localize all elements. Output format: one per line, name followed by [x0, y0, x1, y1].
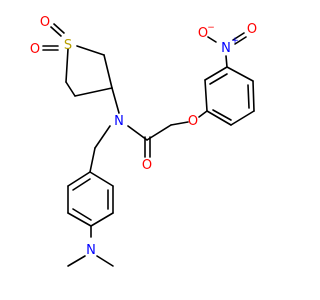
bond — [67, 212, 92, 227]
bond — [232, 32, 245, 41]
nitro-nitrogen-label: N — [221, 41, 231, 56]
negative-charge-label: − — [207, 23, 215, 33]
amide-core — [94, 121, 189, 158]
bond — [247, 84, 250, 109]
bond — [209, 73, 228, 85]
bond — [127, 125, 148, 141]
sulfone-oxygen-label: O — [40, 15, 50, 30]
bond — [67, 171, 91, 187]
bond — [111, 87, 120, 114]
bond — [103, 54, 113, 89]
bond — [230, 110, 255, 126]
bond — [94, 125, 111, 149]
bond — [204, 66, 228, 81]
sulfone-oxygen-label: O — [30, 42, 40, 57]
aminobenzyl-ring — [67, 147, 114, 267]
bond — [226, 66, 254, 82]
ether-oxygen-label: O — [188, 114, 198, 129]
bond — [89, 147, 96, 173]
bond — [65, 81, 76, 97]
positive-charge-label: + — [231, 36, 239, 46]
bond — [90, 212, 114, 227]
bond — [96, 255, 114, 267]
bond — [53, 23, 65, 34]
bond — [65, 48, 69, 83]
bond — [74, 87, 113, 97]
amide-nitrogen-label: N — [114, 114, 124, 129]
atom-labels: S O O N O O N + O − O N — [30, 15, 257, 258]
bond — [72, 208, 92, 221]
nitro-oxygen-label: O — [198, 26, 208, 41]
bond — [170, 121, 189, 126]
structure-drawing: S O O N O O N + O − O N — [30, 15, 257, 267]
sulfur-label: S — [64, 38, 72, 53]
bond — [89, 171, 114, 187]
nitrophenyl-ring — [198, 32, 255, 126]
bond — [146, 124, 172, 141]
bond — [72, 178, 91, 191]
bond — [50, 26, 62, 37]
molecule-diagram: S O O N O O N + O − O N — [30, 15, 257, 267]
sulfolane-ring — [42, 23, 113, 97]
bond — [67, 255, 86, 267]
bond — [206, 110, 232, 126]
bond — [212, 109, 232, 121]
nitro-oxygen-label: O — [247, 22, 257, 37]
bond — [204, 79, 208, 112]
dimethylamino-nitrogen-label: N — [86, 243, 96, 258]
carbonyl-oxygen-label: O — [142, 158, 152, 173]
bond — [252, 80, 255, 112]
bond — [76, 45, 105, 56]
bond — [225, 55, 228, 68]
bond — [234, 36, 247, 45]
bond — [198, 110, 208, 118]
bond — [207, 36, 217, 43]
